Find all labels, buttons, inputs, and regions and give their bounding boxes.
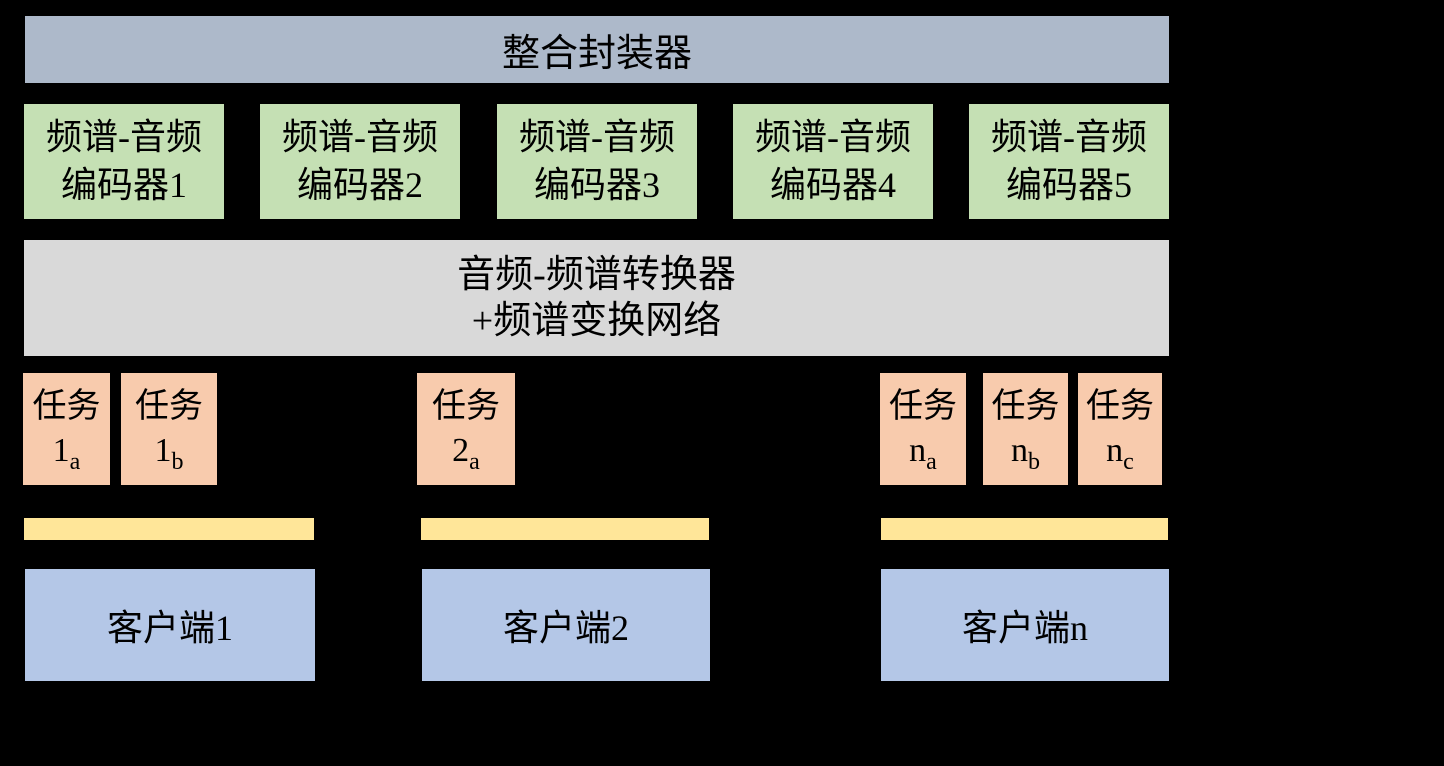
task-2a-id: 2a bbox=[452, 429, 480, 475]
task-1a-num: 1 bbox=[52, 432, 70, 469]
encoder-2-line1: 频谱-音频 bbox=[282, 116, 438, 157]
task-1b-prefix: 任务 bbox=[135, 387, 203, 425]
task-1b-sub: b bbox=[171, 448, 184, 475]
task-2a-sub: a bbox=[469, 448, 480, 475]
task-na-num: n bbox=[909, 432, 927, 469]
encoder-1-line1: 频谱-音频 bbox=[46, 116, 202, 157]
encoder-4-line2: 编码器4 bbox=[769, 164, 896, 205]
task-nb-sub: b bbox=[1028, 448, 1040, 475]
task-box-nb: 任务 nb bbox=[983, 373, 1068, 485]
encoder-2-line2: 编码器2 bbox=[296, 164, 423, 205]
task-2a-num: 2 bbox=[452, 432, 470, 469]
encoder-5-line1: 频谱-音频 bbox=[991, 116, 1147, 157]
task-box-nc: 任务 nc bbox=[1078, 373, 1162, 485]
task-1a-id: 1a bbox=[52, 429, 81, 475]
task-nc-id: nc bbox=[1106, 429, 1134, 475]
wrapper-bar: 整合封装器 bbox=[25, 16, 1169, 83]
encoder-1-line2: 编码器1 bbox=[60, 164, 187, 205]
task-na-id: na bbox=[909, 429, 937, 475]
encoder-box-4: 频谱-音频 编码器4 bbox=[733, 104, 933, 219]
task-nc-num: n bbox=[1106, 432, 1124, 469]
encoder-box-2: 频谱-音频 编码器2 bbox=[260, 104, 460, 219]
client-box-2: 客户端2 bbox=[422, 569, 710, 681]
task-box-na: 任务 na bbox=[880, 373, 966, 485]
encoder-box-5: 频谱-音频 编码器5 bbox=[969, 104, 1169, 219]
converter-line1: 音频-频谱转换器 bbox=[457, 253, 736, 296]
encoder-3-line1: 频谱-音频 bbox=[519, 116, 675, 157]
task-box-1a: 任务 1a bbox=[23, 373, 110, 485]
encoder-3-line2: 编码器3 bbox=[533, 164, 660, 205]
connector-bar-3 bbox=[881, 518, 1168, 540]
encoder-box-3: 频谱-音频 编码器3 bbox=[497, 104, 697, 219]
task-box-2a: 任务 2a bbox=[417, 373, 515, 485]
task-na-sub: a bbox=[926, 448, 937, 475]
client-box-n: 客户端n bbox=[881, 569, 1169, 681]
encoder-5-line2: 编码器5 bbox=[1005, 164, 1132, 205]
task-1b-id: 1b bbox=[154, 429, 184, 475]
task-1b-num: 1 bbox=[154, 432, 172, 469]
client-box-1: 客户端1 bbox=[25, 569, 315, 681]
task-nc-sub: c bbox=[1123, 448, 1134, 475]
task-nb-id: nb bbox=[1011, 429, 1040, 475]
task-nb-prefix: 任务 bbox=[991, 387, 1060, 425]
client-n-label: 客户端n bbox=[961, 608, 1088, 648]
task-2a-prefix: 任务 bbox=[432, 387, 500, 425]
converter-line2: +频谱变换网络 bbox=[471, 300, 722, 342]
task-na-prefix: 任务 bbox=[889, 387, 957, 425]
task-1a-prefix: 任务 bbox=[32, 387, 101, 425]
task-1a-sub: a bbox=[69, 448, 81, 475]
wrapper-bar-label: 整合封装器 bbox=[501, 33, 692, 75]
encoder-4-line1: 频谱-音频 bbox=[755, 116, 911, 157]
task-box-1b: 任务 1b bbox=[121, 373, 217, 485]
connector-bar-1 bbox=[24, 518, 314, 540]
task-nc-prefix: 任务 bbox=[1086, 387, 1154, 425]
encoder-box-1: 频谱-音频 编码器1 bbox=[24, 104, 224, 219]
connector-bar-2 bbox=[421, 518, 709, 540]
client-2-label: 客户端2 bbox=[502, 608, 629, 648]
client-1-label: 客户端1 bbox=[106, 608, 233, 648]
converter-bar: 音频-频谱转换器 +频谱变换网络 bbox=[24, 240, 1169, 356]
task-nb-num: n bbox=[1011, 432, 1028, 469]
